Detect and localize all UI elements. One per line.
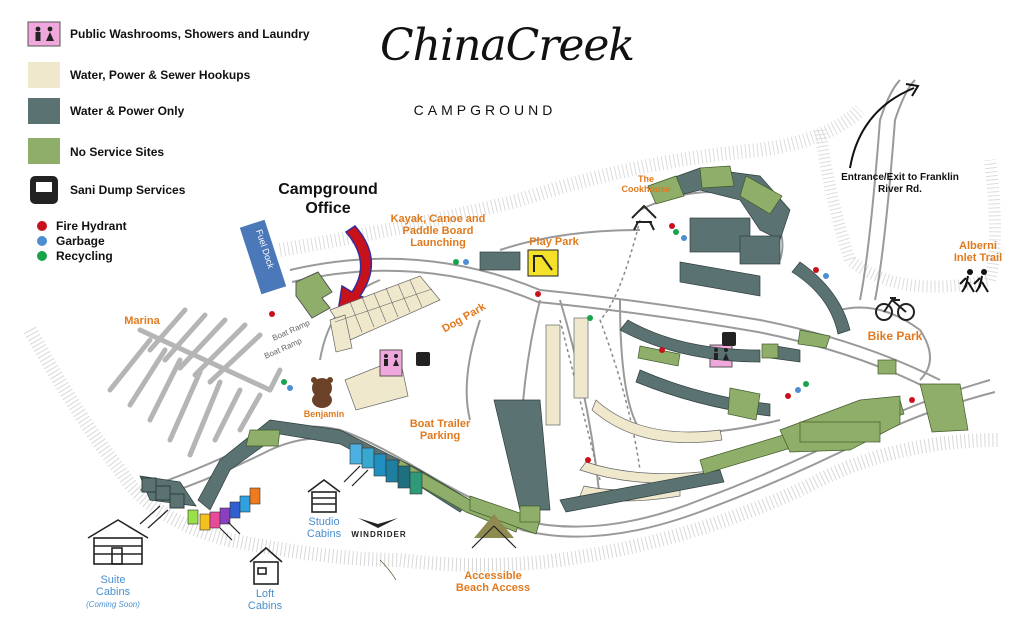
legend-swatch-no-service — [28, 138, 60, 164]
loft-cabin-icon — [249, 546, 283, 585]
recycling-dots — [281, 229, 809, 387]
legend-water-power: Water & Power Only — [70, 104, 185, 118]
cabin-arrows — [139, 465, 369, 541]
legend-recycling-dot — [37, 251, 47, 261]
legend-swatch-full — [28, 62, 60, 88]
boat-trailer-label: Boat Trailer Parking — [409, 418, 471, 442]
legend-hydrant-dot — [37, 221, 47, 231]
suite-cabins-label: Suite Cabins — [95, 574, 131, 598]
campground-office-label: Campground Office — [278, 181, 378, 217]
windrider-logo — [358, 518, 398, 528]
legend-sani-dump: Sani Dump Services — [70, 183, 186, 197]
washroom-map-icon — [384, 348, 729, 366]
shoreline-east — [814, 129, 1001, 293]
entrance-arrow — [849, 87, 915, 169]
dashed-paths — [559, 219, 641, 481]
legend-swatch-water-power — [28, 98, 60, 124]
fuel-dock-shape — [239, 219, 287, 295]
washroom-legend-icon-bg — [27, 21, 61, 47]
kayak-label: Kayak, Canoe and Paddle Board Launching — [390, 213, 486, 249]
accessible-beach-label: Accessible Beach Access — [455, 570, 531, 594]
studio-cabins-label: Studio Cabins — [306, 516, 342, 540]
legend-recycling: Recycling — [56, 249, 113, 263]
studio-cabin-icon — [307, 479, 341, 513]
benjamin-label: Benjamin — [303, 409, 345, 419]
studio-cabins-colored — [349, 443, 423, 495]
loft-cabins-colored — [187, 487, 261, 531]
legend-full-hookups: Water, Power & Sewer Hookups — [70, 68, 251, 82]
suite-cabin-icon — [87, 519, 149, 565]
legend-garbage-dot — [37, 236, 47, 246]
fire-hydrant-dots — [269, 223, 915, 463]
legend-no-service: No Service Sites — [70, 145, 165, 159]
suite-sites — [141, 477, 185, 509]
cookhouse-label: The Cookhouse — [621, 174, 671, 194]
picnic-table-icon — [631, 204, 657, 231]
brand-logo: ChinaCreek — [380, 20, 635, 71]
coming-soon-label: (Coming Soon) — [86, 600, 140, 609]
marina-docks — [107, 307, 283, 458]
slide-icon — [533, 255, 553, 272]
loft-cabins-label: Loft Cabins — [247, 588, 283, 612]
roads — [139, 79, 996, 538]
play-park-area — [527, 249, 559, 277]
benjamin-bear — [311, 377, 333, 408]
alberni-trail-label: Alberni Inlet Trail — [953, 240, 1003, 264]
bike-park-label: Bike Park — [867, 329, 923, 343]
legend-washrooms: Public Washrooms, Showers and Laundry — [70, 27, 310, 41]
sani-dump-map-icons — [416, 332, 736, 366]
hikers-strokes — [959, 275, 989, 293]
brand-subtitle: CAMPGROUND — [413, 102, 557, 118]
office-site-grid — [334, 279, 433, 333]
windrider-label: WINDRIDER — [351, 530, 407, 539]
entrance-label: Entrance/Exit to Franklin River Rd. — [841, 172, 959, 195]
washroom-icon — [35, 26, 54, 41]
entrance-arrowhead — [905, 83, 920, 97]
beach-arrows — [471, 525, 517, 549]
play-park-label: Play Park — [529, 236, 579, 248]
washroom-building-1 — [379, 349, 403, 377]
legend-sani-icon-inner — [36, 182, 52, 192]
bike-icon — [875, 297, 915, 321]
legend-fire-hydrant: Fire Hydrant — [56, 219, 127, 233]
legend-garbage: Garbage — [56, 234, 105, 248]
office-building — [295, 271, 333, 319]
garbage-dots — [287, 235, 829, 393]
no-service-sites — [245, 165, 969, 581]
marina-label: Marina — [124, 315, 160, 327]
